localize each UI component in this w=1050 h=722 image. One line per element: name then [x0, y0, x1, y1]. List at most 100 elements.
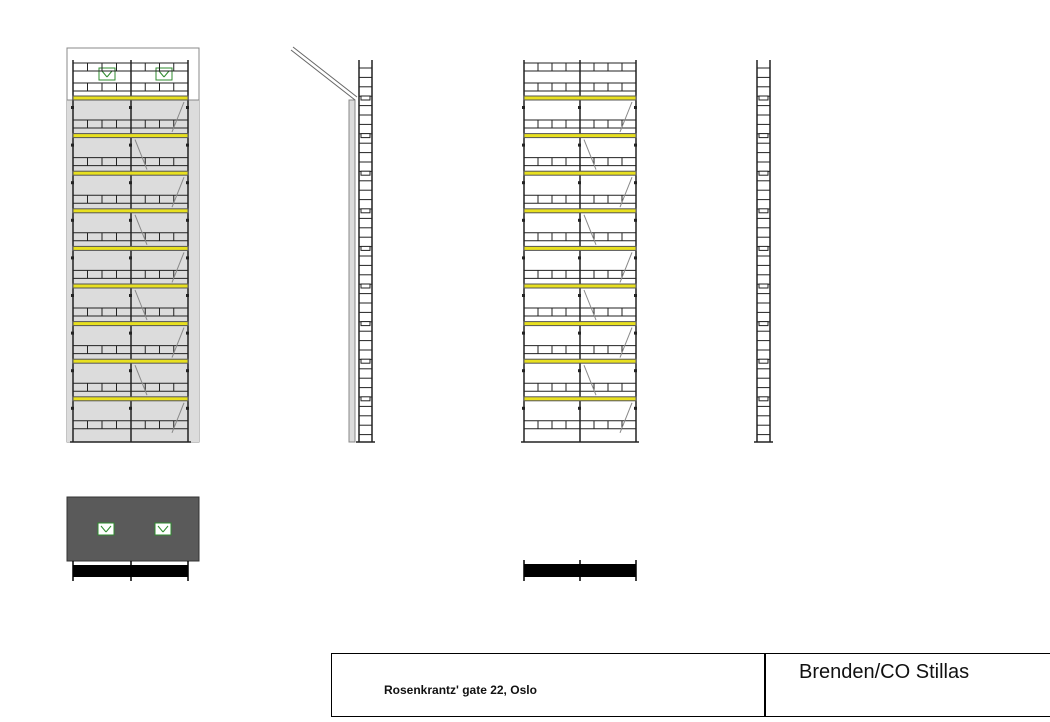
plan [523, 560, 637, 581]
window-line [106, 70, 113, 78]
deck-plank [523, 245, 637, 251]
coupler [186, 331, 189, 335]
coupler [71, 406, 74, 410]
deck-section [360, 245, 371, 251]
coupler [634, 181, 637, 185]
window-line [157, 525, 164, 533]
deck-section [758, 245, 769, 251]
coupler [634, 369, 637, 373]
diagonal-brace [619, 252, 633, 283]
coupler [129, 406, 132, 410]
deck-section [360, 95, 371, 101]
coupler [578, 406, 581, 410]
coupler [186, 294, 189, 297]
deck-plank [523, 358, 637, 364]
deck-plank [72, 95, 189, 101]
coupler [522, 106, 525, 109]
coupler [578, 294, 581, 297]
coupler [71, 294, 74, 297]
deck-plank [523, 170, 637, 176]
coupler [578, 331, 581, 335]
deck-section [360, 133, 371, 139]
coupler [634, 256, 637, 260]
deck-plank [523, 95, 637, 101]
coupler [129, 331, 132, 335]
title-block: Rosenkrantz' gate 22, Oslo Brenden/CO St… [331, 653, 1050, 717]
coupler [578, 181, 581, 185]
deck-section [758, 133, 769, 139]
deck-section [758, 95, 769, 101]
diagonal-brace [171, 177, 185, 208]
company-name: Brenden/CO Stillas [799, 661, 970, 683]
deck-plank [523, 321, 637, 327]
project-address: Rosenkrantz' gate 22, Oslo [384, 683, 537, 697]
deck-section [758, 208, 769, 214]
roof-plan [66, 496, 200, 562]
coupler [129, 294, 132, 297]
diagonal-brace [171, 402, 185, 433]
coupler [71, 106, 74, 109]
deck-plank [523, 283, 637, 289]
coupler [522, 218, 525, 222]
deck-section [758, 358, 769, 364]
coupler [634, 331, 637, 335]
coupler [129, 143, 132, 147]
coupler [186, 181, 189, 185]
deck-section [360, 396, 371, 402]
coupler [522, 406, 525, 410]
coupler [129, 218, 132, 222]
coupler [71, 218, 74, 222]
diagonal-brace [583, 214, 597, 245]
roof-line [290, 49, 356, 101]
deck-section [758, 283, 769, 289]
diagonal-brace [134, 365, 148, 396]
window-line [163, 70, 170, 78]
coupler [71, 331, 74, 335]
coupler [129, 256, 132, 260]
diagonal-brace [583, 365, 597, 396]
coupler [634, 106, 637, 109]
coupler [186, 369, 189, 373]
window [98, 67, 116, 81]
coupler [522, 256, 525, 260]
coupler [129, 106, 132, 109]
deck-plank [72, 133, 189, 139]
coupler [71, 143, 74, 147]
deck-section [360, 358, 371, 364]
coupler [186, 143, 189, 147]
deck-section [758, 396, 769, 402]
coupler [71, 256, 74, 260]
coupler [186, 406, 189, 410]
diagonal-brace [171, 327, 185, 358]
deck-plank [72, 170, 189, 176]
diagonal-brace [583, 289, 597, 321]
coupler [578, 106, 581, 109]
coupler [634, 406, 637, 410]
window-line [105, 525, 112, 533]
diagonal-brace [619, 101, 633, 133]
window-line [100, 525, 107, 533]
diagonal-brace [134, 139, 148, 170]
coupler [71, 181, 74, 185]
coupler [186, 218, 189, 222]
window-line [162, 525, 169, 533]
roof-window [154, 522, 172, 536]
coupler [634, 218, 637, 222]
coupler [71, 369, 74, 373]
front-elevation-with-building [66, 47, 200, 443]
plan-with-building [66, 496, 200, 581]
diagonal-brace [134, 214, 148, 245]
coupler [634, 143, 637, 147]
coupler [578, 369, 581, 373]
deck-plank [72, 245, 189, 251]
deck-plank [523, 396, 637, 402]
coupler [129, 181, 132, 185]
deck-section [360, 321, 371, 327]
diagonal-brace [619, 177, 633, 208]
deck-section [360, 170, 371, 176]
deck-plank [72, 208, 189, 214]
diagonal-brace [583, 139, 597, 170]
coupler [634, 294, 637, 297]
coupler [522, 369, 525, 373]
roof-line [292, 46, 358, 98]
